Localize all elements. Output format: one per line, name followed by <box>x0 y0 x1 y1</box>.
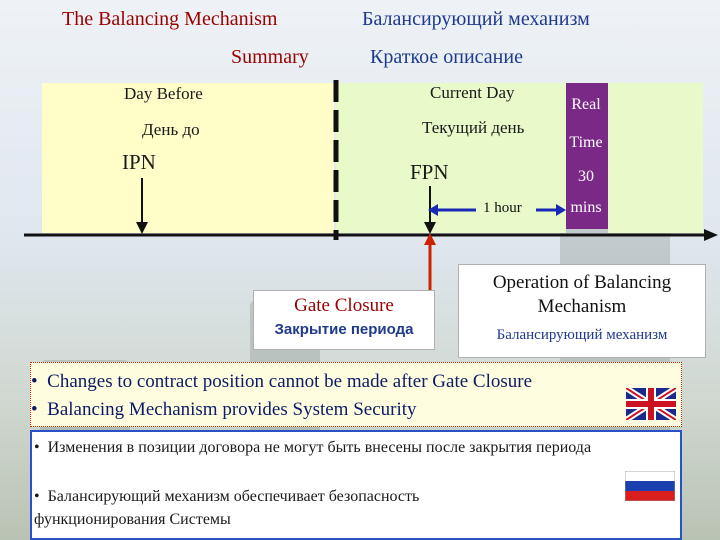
bullet-en-text: Changes to contract position cannot be m… <box>47 371 533 392</box>
bullet-en-item: • Balancing Mechanism provides System Se… <box>31 399 417 421</box>
title-ru: Балансирующий механизм <box>362 8 590 30</box>
operation-box: Operation of Balancing Mechanism Баланси… <box>458 264 706 358</box>
bullet-en-text: Balancing Mechanism provides System Secu… <box>47 399 417 420</box>
operation-label-ru: Балансирующий механизм <box>496 327 668 343</box>
operation-label-en: Operation of Balancing Mechanism <box>492 272 672 317</box>
fpn-arrow <box>424 186 436 234</box>
real-time-label-line1: Real <box>571 96 601 113</box>
day-before-label-en: Day Before <box>124 84 203 103</box>
fpn-label: FPN <box>410 160 449 184</box>
one-hour-arrow <box>428 204 476 216</box>
bullet-ru-item: • Изменения в позиции договора не могут … <box>34 436 664 459</box>
bullet-marker: • <box>34 439 48 456</box>
current-day-panel-right <box>608 83 703 233</box>
gate-closure-label-en: Gate Closure <box>294 295 394 316</box>
bullet-marker: • <box>34 488 48 505</box>
bullets-ru-box: • Изменения в позиции договора не могут … <box>30 430 682 540</box>
gate-closure-box: Gate Closure Закрытие периода <box>253 290 435 350</box>
subtitle-ru: Краткое описание <box>370 46 523 68</box>
gate-closure-label-ru: Закрытие периода <box>274 321 414 338</box>
subtitle-en: Summary <box>231 46 309 68</box>
day-before-panel <box>42 83 334 233</box>
current-day-label-ru: Текущий день <box>422 118 525 137</box>
real-time-panel <box>566 83 608 229</box>
bullet-ru-text: Балансирующий механизм обеспечивает безо… <box>34 488 420 528</box>
one-hour-label: 1 hour <box>483 200 522 216</box>
bullet-ru-item: • Балансирующий механизм обеспечивает бе… <box>34 485 554 531</box>
thirty-label: 30 <box>578 168 594 185</box>
time-axis <box>24 229 718 241</box>
real-time-label-line2: Time <box>569 134 603 151</box>
bullet-marker: • <box>31 399 48 420</box>
title-en: The Balancing Mechanism <box>62 8 278 30</box>
bullet-ru-text: Изменения в позиции договора не могут бы… <box>47 439 592 456</box>
current-day-panel <box>336 83 566 233</box>
gate-closure-marker <box>424 233 436 297</box>
day-divider <box>333 80 339 240</box>
bullets-en-box: • Changes to contract position cannot be… <box>30 362 682 427</box>
mins-label: mins <box>570 199 602 216</box>
bullet-marker: • <box>31 371 48 392</box>
ipn-arrow <box>136 178 148 234</box>
day-before-label-ru: День до <box>142 120 200 139</box>
uk-flag-icon <box>626 388 676 420</box>
real-time-arrow <box>536 204 566 216</box>
current-day-label-en: Current Day <box>430 83 515 102</box>
ipn-label: IPN <box>122 150 156 174</box>
bullet-en-item: • Changes to contract position cannot be… <box>31 371 532 393</box>
russia-flag-icon <box>625 471 675 501</box>
